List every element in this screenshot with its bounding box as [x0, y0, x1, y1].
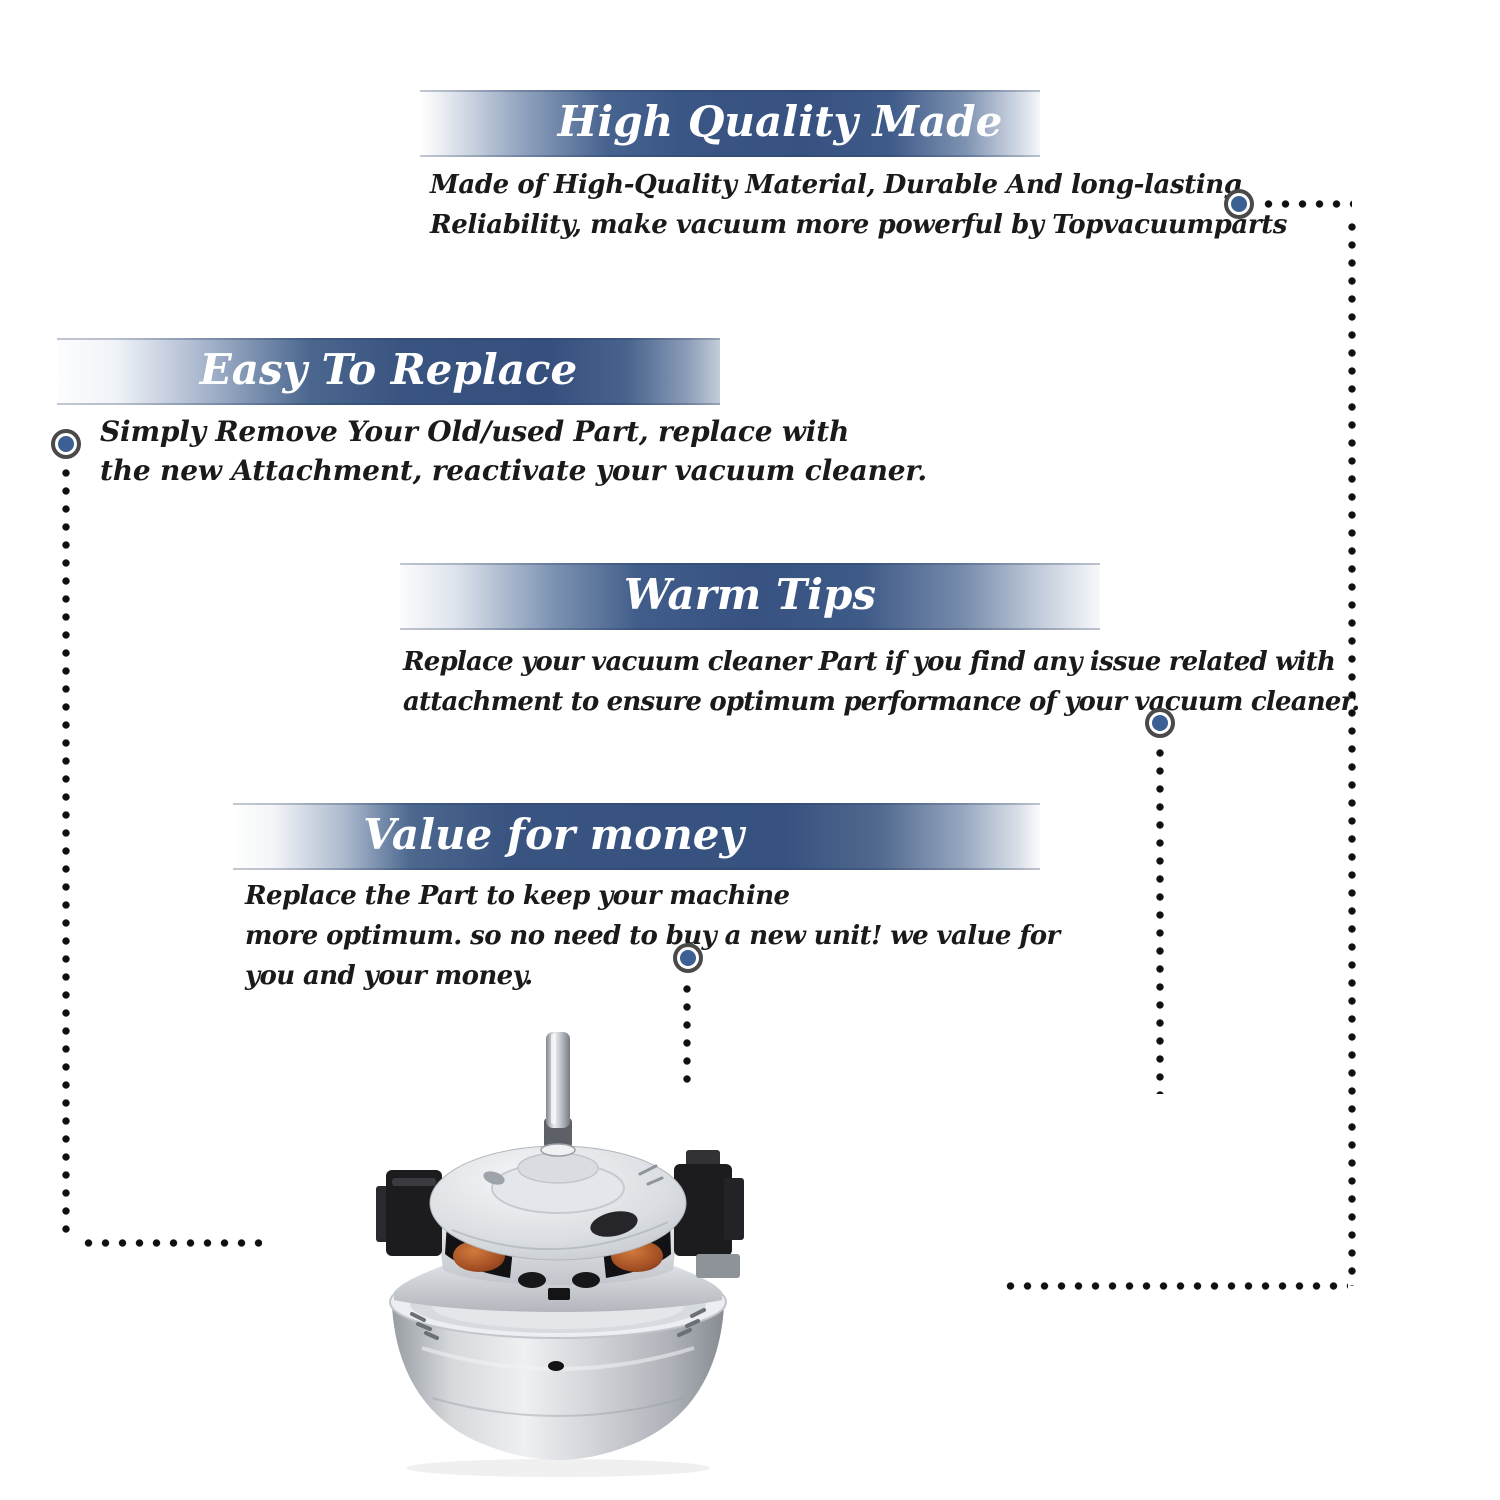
text-line: you and your money. [245, 961, 533, 991]
callout-marker-icon [673, 943, 703, 973]
motor-terminal-right [674, 1150, 744, 1278]
section-text-easy-replace: Simply Remove Your Old/used Part, replac… [100, 412, 927, 490]
text-line: Made of High-Quality Material, Durable A… [430, 170, 1242, 200]
dotted-connector [1002, 1282, 1348, 1290]
text-line: more optimum. so no need to buy a new un… [245, 921, 1060, 951]
motor-shadow [406, 1459, 710, 1477]
section-text-value-money: Replace the Part to keep your machine mo… [245, 876, 1060, 996]
motor-shaft [517, 1032, 599, 1184]
callout-marker-icon [1224, 189, 1254, 219]
text-line: attachment to ensure optimum performance… [403, 687, 1360, 717]
callout-marker-icon [1145, 708, 1175, 738]
dotted-connector [683, 980, 691, 1090]
banner-warm-tips: Warm Tips [400, 563, 1100, 630]
callout-marker-icon [51, 429, 81, 459]
dotted-connector [1348, 218, 1356, 1286]
banner-value-money: Value for money [233, 803, 1040, 870]
section-title: Easy To Replace [199, 345, 578, 394]
section-text-high-quality: Made of High-Quality Material, Durable A… [430, 165, 1287, 245]
section-text-warm-tips: Replace your vacuum cleaner Part if you … [403, 642, 1360, 722]
dotted-connector [1260, 200, 1352, 208]
dotted-connector [80, 1239, 262, 1247]
banner-high-quality: High Quality Made [420, 90, 1040, 157]
dotted-connector [1156, 744, 1164, 1094]
text-line: Reliability, make vacuum more powerful b… [430, 210, 1288, 240]
text-line: Simply Remove Your Old/used Part, replac… [100, 415, 850, 448]
motor-terminal-left [376, 1170, 442, 1256]
section-title: High Quality Made [557, 97, 1003, 146]
text-line: Replace your vacuum cleaner Part if you … [403, 647, 1336, 677]
section-title: Value for money [363, 810, 744, 859]
motor-vent-slot [548, 1288, 570, 1300]
text-line: the new Attachment, reactivate your vacu… [100, 454, 927, 487]
vacuum-motor-photo [376, 1032, 744, 1477]
dotted-connector [62, 464, 70, 1243]
section-title: Warm Tips [623, 570, 877, 619]
banner-easy-replace: Easy To Replace [57, 338, 720, 405]
text-line: Replace the Part to keep your machine [245, 881, 790, 911]
